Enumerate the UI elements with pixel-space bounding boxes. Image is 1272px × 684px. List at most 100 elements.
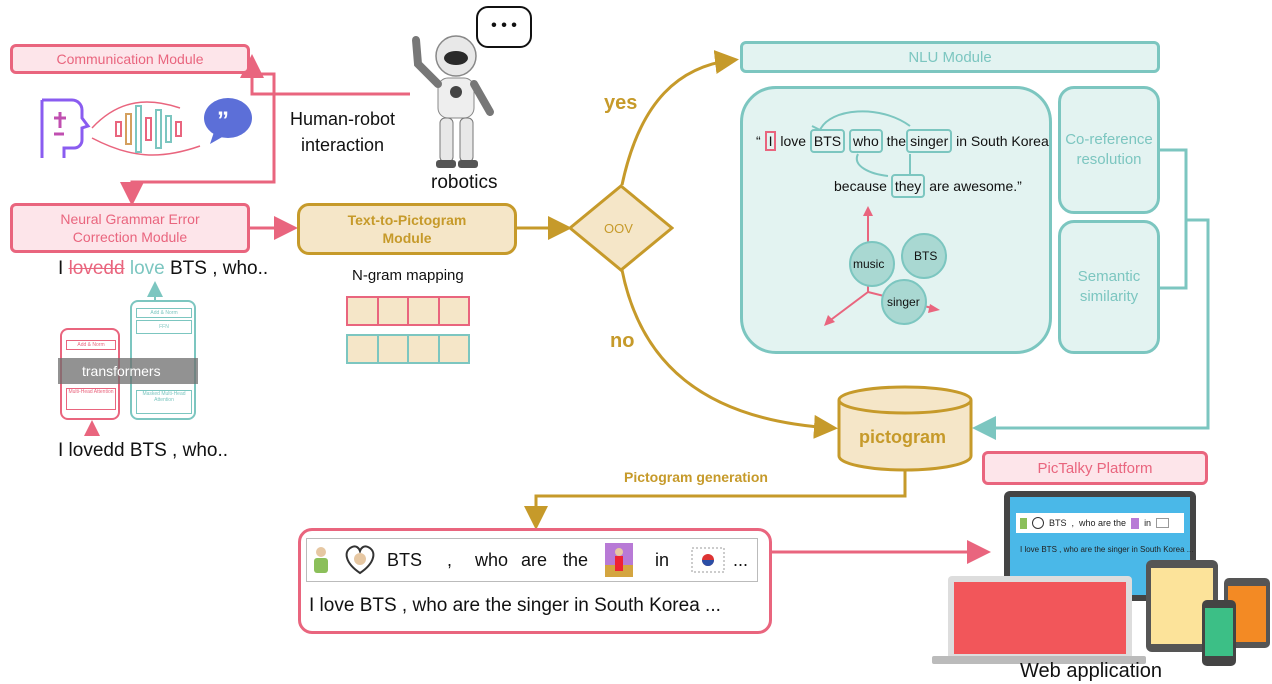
laptop-base (932, 656, 1146, 664)
node-bts-circle (901, 233, 947, 279)
word-tail: are awesome.” (929, 178, 1022, 194)
word-rest: in South Korea (956, 133, 1049, 149)
open-quote: “ (756, 133, 761, 149)
heart-pictogram-icon (345, 545, 375, 575)
ngram-cell (439, 336, 468, 362)
robotics-label: robotics (431, 172, 498, 193)
coref-label-1: Co-reference (1065, 130, 1153, 148)
robot-icon (412, 35, 494, 168)
node-bts-label: BTS (914, 249, 938, 263)
word-singer: singer (906, 129, 953, 153)
no-label: no (610, 330, 635, 352)
quote-bubble-icon: ” (204, 98, 252, 144)
word-i: I (764, 131, 777, 151)
node-singer-label: singer (887, 295, 920, 309)
ngram-cell (409, 298, 440, 324)
node-singer-circle (881, 279, 927, 325)
word-the: the (886, 133, 907, 149)
output-word-in: in (655, 550, 670, 570)
singer-pictogram-icon (605, 543, 633, 577)
coref-arcs (811, 110, 911, 177)
arrow-yes (620, 50, 739, 186)
ngram-cell (348, 336, 379, 362)
head-profile-icon (40, 98, 91, 158)
decoder-add-norm: Add & Norm (136, 308, 192, 318)
hri-label: Human-robot interaction (290, 106, 395, 158)
node-music-label: music (853, 257, 885, 271)
yes-label: yes (604, 92, 638, 114)
ngram-cell (378, 298, 409, 324)
pictogram-generation-label: Pictogram generation (624, 469, 768, 485)
grammar-correction-module: Neural Grammar Error Correction Module (10, 203, 250, 253)
ngram-row-pink (346, 296, 470, 326)
ngram-label: N-gram mapping (352, 267, 464, 284)
output-word-who: who (475, 550, 509, 570)
web-singer-icon (1131, 517, 1140, 529)
arrow-no (620, 269, 838, 439)
grammar-input-example: I lovedd BTS , who.. (58, 440, 229, 461)
laptop-screen (954, 582, 1126, 654)
semantic-cluster (824, 206, 947, 326)
word-bts: BTS (809, 129, 846, 153)
output-sentence: I love BTS , who are the singer in South… (309, 595, 721, 616)
nlu-module-label: NLU Module (908, 48, 992, 66)
ngram-cell (348, 298, 379, 324)
web-ui-sentence: I love BTS , who are the singer in South… (1020, 545, 1194, 554)
coref-sentence-line2: because they are awesome.” (834, 174, 1022, 198)
nlu-module: NLU Module (740, 41, 1160, 73)
arrow-communication-to-grammar (120, 72, 276, 206)
pictogram-database-icon (837, 385, 973, 472)
grammar-prefix: I (58, 258, 69, 279)
grammar-corrected-example: I lovedd love BTS , who.. (58, 258, 268, 280)
web-application-label: Web application (1020, 660, 1162, 682)
output-ellipsis: ... (733, 550, 749, 570)
output-word-the: the (563, 550, 589, 570)
transformer-diagram: Add & Norm Multi-Head Attention Add & No… (58, 300, 198, 420)
grammar-module-label-1: Neural Grammar Error (60, 210, 200, 227)
output-word-bts: BTS (387, 550, 423, 570)
decoder-attention: Masked Multi-Head Attention (136, 390, 192, 414)
arrow-nlu-to-pictogram (978, 148, 1210, 428)
phone-green-screen (1205, 608, 1233, 656)
arrow-pictogram-generation (524, 470, 907, 530)
ngram-cell (439, 298, 468, 324)
robot-illustration (412, 35, 494, 168)
t2p-label-1: Text-to-Pictogram (347, 211, 467, 228)
grammar-suffix: BTS , who.. (164, 258, 269, 279)
speech-illustration: ” (40, 98, 252, 158)
grammar-wrong-word: lovedd (68, 258, 125, 279)
web-word-bts: BTS (1049, 518, 1067, 528)
waveform-icon (115, 105, 182, 153)
hri-label-2: interaction (300, 135, 385, 155)
semantic-similarity-box: Semantic similarity (1058, 220, 1160, 354)
output-word-are: are (521, 550, 548, 570)
output-word-comma: , (447, 550, 453, 570)
platform-label: PicTalky Platform (1037, 459, 1153, 477)
web-ui-pictogram-bar: BTS , who are the in (1016, 513, 1184, 533)
hri-label-1: Human-robot (290, 109, 396, 129)
oov-decision (568, 184, 674, 272)
semantic-label-1: Semantic (1077, 267, 1141, 285)
word-because: because (834, 178, 887, 194)
web-person-icon (1020, 517, 1027, 529)
pictalky-platform: PicTalky Platform (982, 451, 1208, 485)
grammar-module-label-2: Correction Module (72, 229, 188, 245)
transformers-band: transformers (58, 358, 198, 384)
svg-text:”: ” (217, 107, 229, 134)
semantic-label-2: similarity (1079, 288, 1139, 305)
word-they: they (890, 174, 926, 198)
ngram-cell (378, 336, 409, 362)
oov-label: OOV (604, 221, 633, 236)
word-love: love (780, 133, 807, 149)
web-word-who: who are the (1079, 518, 1127, 528)
web-heart-icon (1032, 517, 1044, 529)
ngram-row-teal (346, 334, 470, 364)
web-flag-icon (1156, 518, 1170, 528)
text-to-pictogram-module: Text-to-Pictogram Module (297, 203, 517, 255)
grammar-correct-word: love (129, 258, 165, 279)
encoder-add-norm: Add & Norm (66, 340, 116, 350)
t2p-label-2: Module (382, 230, 432, 246)
pictogram-label: pictogram (859, 427, 947, 447)
coreference-resolution-box: Co-reference resolution (1058, 86, 1160, 214)
